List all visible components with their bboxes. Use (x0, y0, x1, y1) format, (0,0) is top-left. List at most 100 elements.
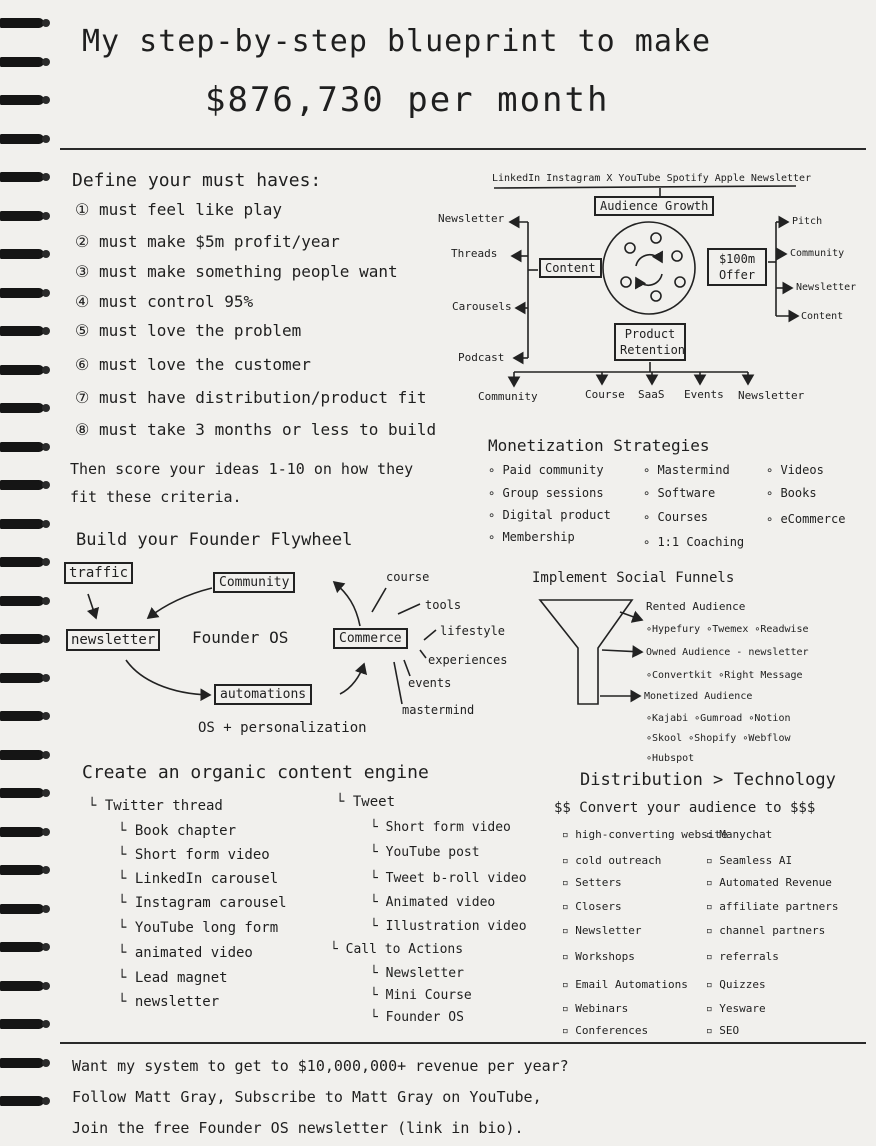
content-root: └ Tweet (336, 794, 396, 810)
must-have-item: ⑤ must love the problem (75, 321, 302, 340)
commerce-item: tools (425, 598, 462, 612)
offer-output: Newsletter (796, 282, 857, 293)
spiral-ring (0, 595, 50, 606)
connector (397, 603, 421, 615)
commerce-item: mastermind (402, 703, 475, 717)
spiral-ring (0, 133, 50, 144)
flywheel-arrow (86, 593, 100, 620)
spiral-ring (0, 210, 50, 221)
cycle-arrow (635, 273, 663, 290)
connector (601, 645, 644, 658)
funnel-shape (538, 599, 634, 705)
funnel-stage: Rented Audience (646, 600, 746, 613)
flywheel-caption: OS + personalization (198, 720, 367, 736)
content-item: └ Founder OS (370, 1010, 464, 1025)
monetization-item: ∘ Paid community (488, 463, 604, 477)
content-item: └ animated video (118, 945, 253, 961)
spiral-ring (0, 326, 50, 336)
spiral-ring (0, 518, 50, 529)
monetization-item: ∘ Membership (488, 530, 575, 544)
spiral-ring (0, 95, 50, 105)
flywheel-heading: Build your Founder Flywheel (76, 530, 353, 550)
distribution-item: ▫ Email Automations (562, 978, 688, 991)
content-engine-heading: Create an organic content engine (82, 762, 429, 783)
content-item: └ Animated video (370, 895, 496, 910)
content-box: Content (539, 258, 602, 278)
spiral-ring (0, 903, 50, 914)
commerce-item: lifestyle (440, 624, 506, 638)
orbit-dot (650, 290, 662, 302)
distribution-item: ▫ affiliate partners (706, 900, 839, 913)
must-have-item: ② must make $5m profit/year (75, 232, 340, 251)
spiral-ring (0, 56, 50, 67)
funnel-stage: Owned Audience - newsletter (646, 647, 809, 658)
retention-output: SaaS (638, 388, 665, 401)
spiral-ring (0, 672, 50, 683)
title-divider (60, 148, 866, 150)
retention-output: Course (585, 388, 625, 401)
flywheel-arrow (339, 662, 368, 695)
funnel-tools: ∘Hypefury ∘Twemex ∘Readwise (646, 624, 809, 635)
content-item: └ newsletter (118, 994, 220, 1010)
page-title-line2: $876,730 per month (205, 80, 610, 120)
distribution-item: ▫ Setters (562, 876, 622, 889)
spiral-ring (0, 172, 50, 182)
spiral-ring (0, 480, 50, 490)
content-item: └ Mini Course (370, 988, 472, 1003)
content-output: Carousels (452, 300, 512, 313)
spiral-ring (0, 18, 50, 28)
distribution-item: ▫ Newsletter (562, 924, 642, 937)
monetization-item: ∘ Courses (643, 510, 709, 524)
orbit-dot (624, 242, 636, 254)
spiral-ring (0, 788, 50, 798)
content-output: Newsletter (438, 212, 505, 225)
spiral-ring (0, 249, 50, 259)
distribution-item: ▫ referrals (706, 950, 779, 963)
footer-cta-line: Want my system to get to $10,000,000+ re… (72, 1057, 569, 1075)
monetization-item: ∘ Digital product (488, 508, 611, 522)
spiral-ring (0, 1019, 50, 1029)
distribution-item: ▫ Quizzes (706, 978, 766, 991)
monetization-item: ∘ Mastermind (643, 463, 730, 477)
commerce-item: course (386, 570, 430, 584)
footer-divider (60, 1042, 866, 1044)
must-have-item: ④ must control 95% (75, 292, 254, 311)
spiral-ring (0, 403, 50, 413)
connector (423, 629, 437, 641)
offer-output: Pitch (792, 216, 823, 227)
distribution-item: ▫ Manychat (706, 828, 773, 841)
orbit-dot (671, 250, 683, 262)
commerce-item: events (408, 676, 452, 690)
product-retention-box: Product Retention (614, 323, 686, 361)
traffic-box: traffic (64, 562, 134, 584)
monetization-item: ∘ Videos (766, 463, 824, 477)
content-item: └ Instagram carousel (118, 895, 287, 911)
flywheel-circle (602, 221, 696, 315)
spiral-ring (0, 826, 50, 837)
retention-output: Events (684, 388, 724, 401)
flywheel-arrow (125, 659, 212, 702)
spiral-ring (0, 749, 50, 760)
automations-box: automations (214, 684, 313, 705)
monetization-item: ∘ 1:1 Coaching (643, 535, 745, 549)
newsletter-box: newsletter (66, 629, 161, 651)
offer-output: Content (801, 311, 844, 322)
spiral-ring (0, 711, 50, 721)
monetization-item: ∘ Books (766, 486, 817, 500)
flywheel-center: Founder OS (192, 628, 289, 647)
monetization-heading: Monetization Strategies (488, 436, 710, 455)
orbit-dot (674, 276, 686, 288)
content-item: └ Short form video (118, 847, 270, 863)
orbit-dot (620, 276, 632, 288)
distribution-item: ▫ high-converting website (562, 828, 728, 841)
commerce-item: experiences (428, 653, 508, 667)
distribution-item: ▫ channel partners (706, 924, 826, 937)
content-item: └ YouTube long form (118, 920, 279, 936)
offer-output: Community (790, 248, 845, 259)
platform-list: LinkedIn Instagram X YouTube Spotify App… (492, 173, 812, 184)
retention-output: Newsletter (738, 389, 805, 402)
retention-output: Community (478, 390, 538, 403)
distribution-item: ▫ Conferences (562, 1024, 649, 1037)
